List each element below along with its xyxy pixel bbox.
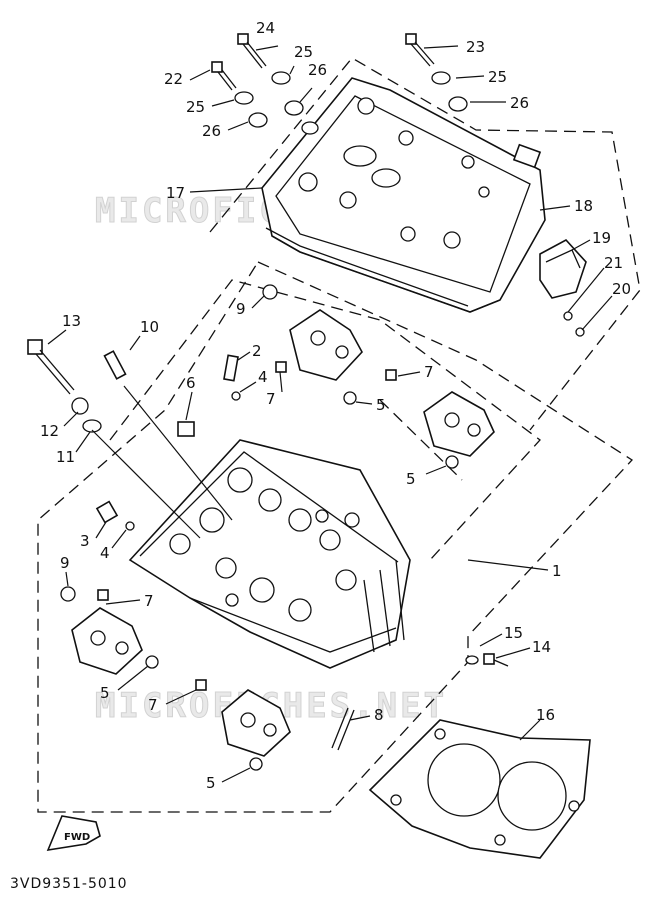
- callout-10: 10: [140, 318, 159, 336]
- cylinder-head-group-outline: [37, 261, 634, 813]
- callout-2: 2: [252, 342, 262, 360]
- callout-8: 8: [374, 706, 384, 724]
- washer-11: [82, 419, 102, 433]
- callout-6: 6: [186, 374, 196, 392]
- callout-26-top: 26: [308, 61, 327, 79]
- rocker-assembly-top: [289, 309, 363, 381]
- rocker-assembly-right: [423, 391, 495, 457]
- callout-7-top: 7: [266, 390, 276, 408]
- long-head-bolt-13: [27, 339, 75, 395]
- pin-3: [95, 500, 119, 524]
- callout-4-left: 4: [100, 544, 110, 562]
- callout-19: 19: [592, 229, 611, 247]
- callout-leader-lines: [47, 45, 613, 783]
- callout-7-bottom: 7: [148, 696, 158, 714]
- rocker-assembly-bottom: [221, 689, 291, 757]
- bolt-axis-line: [91, 429, 201, 539]
- head-cover-group-outline: [209, 57, 641, 431]
- callout-5-bottom: 5: [206, 774, 216, 792]
- callout-26-left: 26: [202, 122, 221, 140]
- callout-25-top: 25: [294, 43, 313, 61]
- callout-24: 24: [256, 19, 275, 37]
- cylinder-head-cover: [261, 77, 546, 313]
- fwd-label: FWD: [64, 832, 90, 843]
- callout-9-top: 9: [236, 300, 246, 318]
- callout-13: 13: [62, 312, 81, 330]
- callout-7-right: 7: [424, 363, 434, 381]
- bolt-14: [483, 653, 509, 667]
- callout-5-right: 5: [406, 470, 416, 488]
- cover-bolt-23: [405, 33, 435, 67]
- callout-23: 23: [466, 38, 485, 56]
- callout-5-top: 5: [376, 396, 386, 414]
- callout-20: 20: [612, 280, 631, 298]
- cylinder-head: [128, 439, 411, 669]
- plug-9-left: [60, 586, 76, 602]
- pin-2: [223, 354, 239, 382]
- washer-15: [465, 655, 479, 665]
- callout-5-left: 5: [100, 684, 110, 702]
- drawing-code: 3VD9351-5010: [10, 876, 128, 892]
- callout-3: 3: [80, 532, 90, 550]
- callout-14: 14: [532, 638, 551, 656]
- callout-11: 11: [56, 448, 75, 466]
- plug-9-top: [262, 284, 278, 300]
- cover-washers-and-grommets: [234, 71, 468, 135]
- callout-12: 12: [40, 422, 59, 440]
- clip-4-top: [231, 391, 241, 401]
- nut-12: [71, 397, 89, 415]
- callout-25-left: 25: [186, 98, 205, 116]
- clip-4-left: [125, 521, 135, 531]
- plug-6: [177, 421, 195, 437]
- cover-bolt-22: [211, 61, 237, 91]
- screw-21: [563, 311, 573, 321]
- cover-bolt-24: [237, 33, 267, 69]
- sensor-19: [539, 238, 587, 299]
- watermark-bottom: MICROFICHES.NET: [95, 686, 447, 726]
- callout-22: 22: [164, 70, 183, 88]
- callout-15: 15: [504, 624, 523, 642]
- callout-4-top: 4: [258, 368, 268, 386]
- cylinder-head-gasket: [368, 719, 591, 859]
- rocker-assembly-left: [71, 607, 143, 675]
- callout-7-left: 7: [144, 592, 154, 610]
- callout-26-right: 26: [510, 94, 529, 112]
- spark-plug-10: [103, 350, 233, 521]
- callout-9-left: 9: [60, 554, 70, 572]
- callout-18: 18: [574, 197, 593, 215]
- callout-25-right: 25: [488, 68, 507, 86]
- callout-17: 17: [166, 184, 185, 202]
- tappet-5-set: [145, 391, 459, 771]
- stud-8: [331, 707, 355, 751]
- callout-21: 21: [604, 254, 623, 272]
- forward-direction-arrow: FWD: [46, 815, 101, 852]
- bolt-7-set: [97, 361, 397, 691]
- callout-numbers: 24 23 25 26 22 25 26 25 26 17 18 19 21 2…: [40, 19, 631, 792]
- callout-16: 16: [536, 706, 555, 724]
- callout-1: 1: [552, 562, 562, 580]
